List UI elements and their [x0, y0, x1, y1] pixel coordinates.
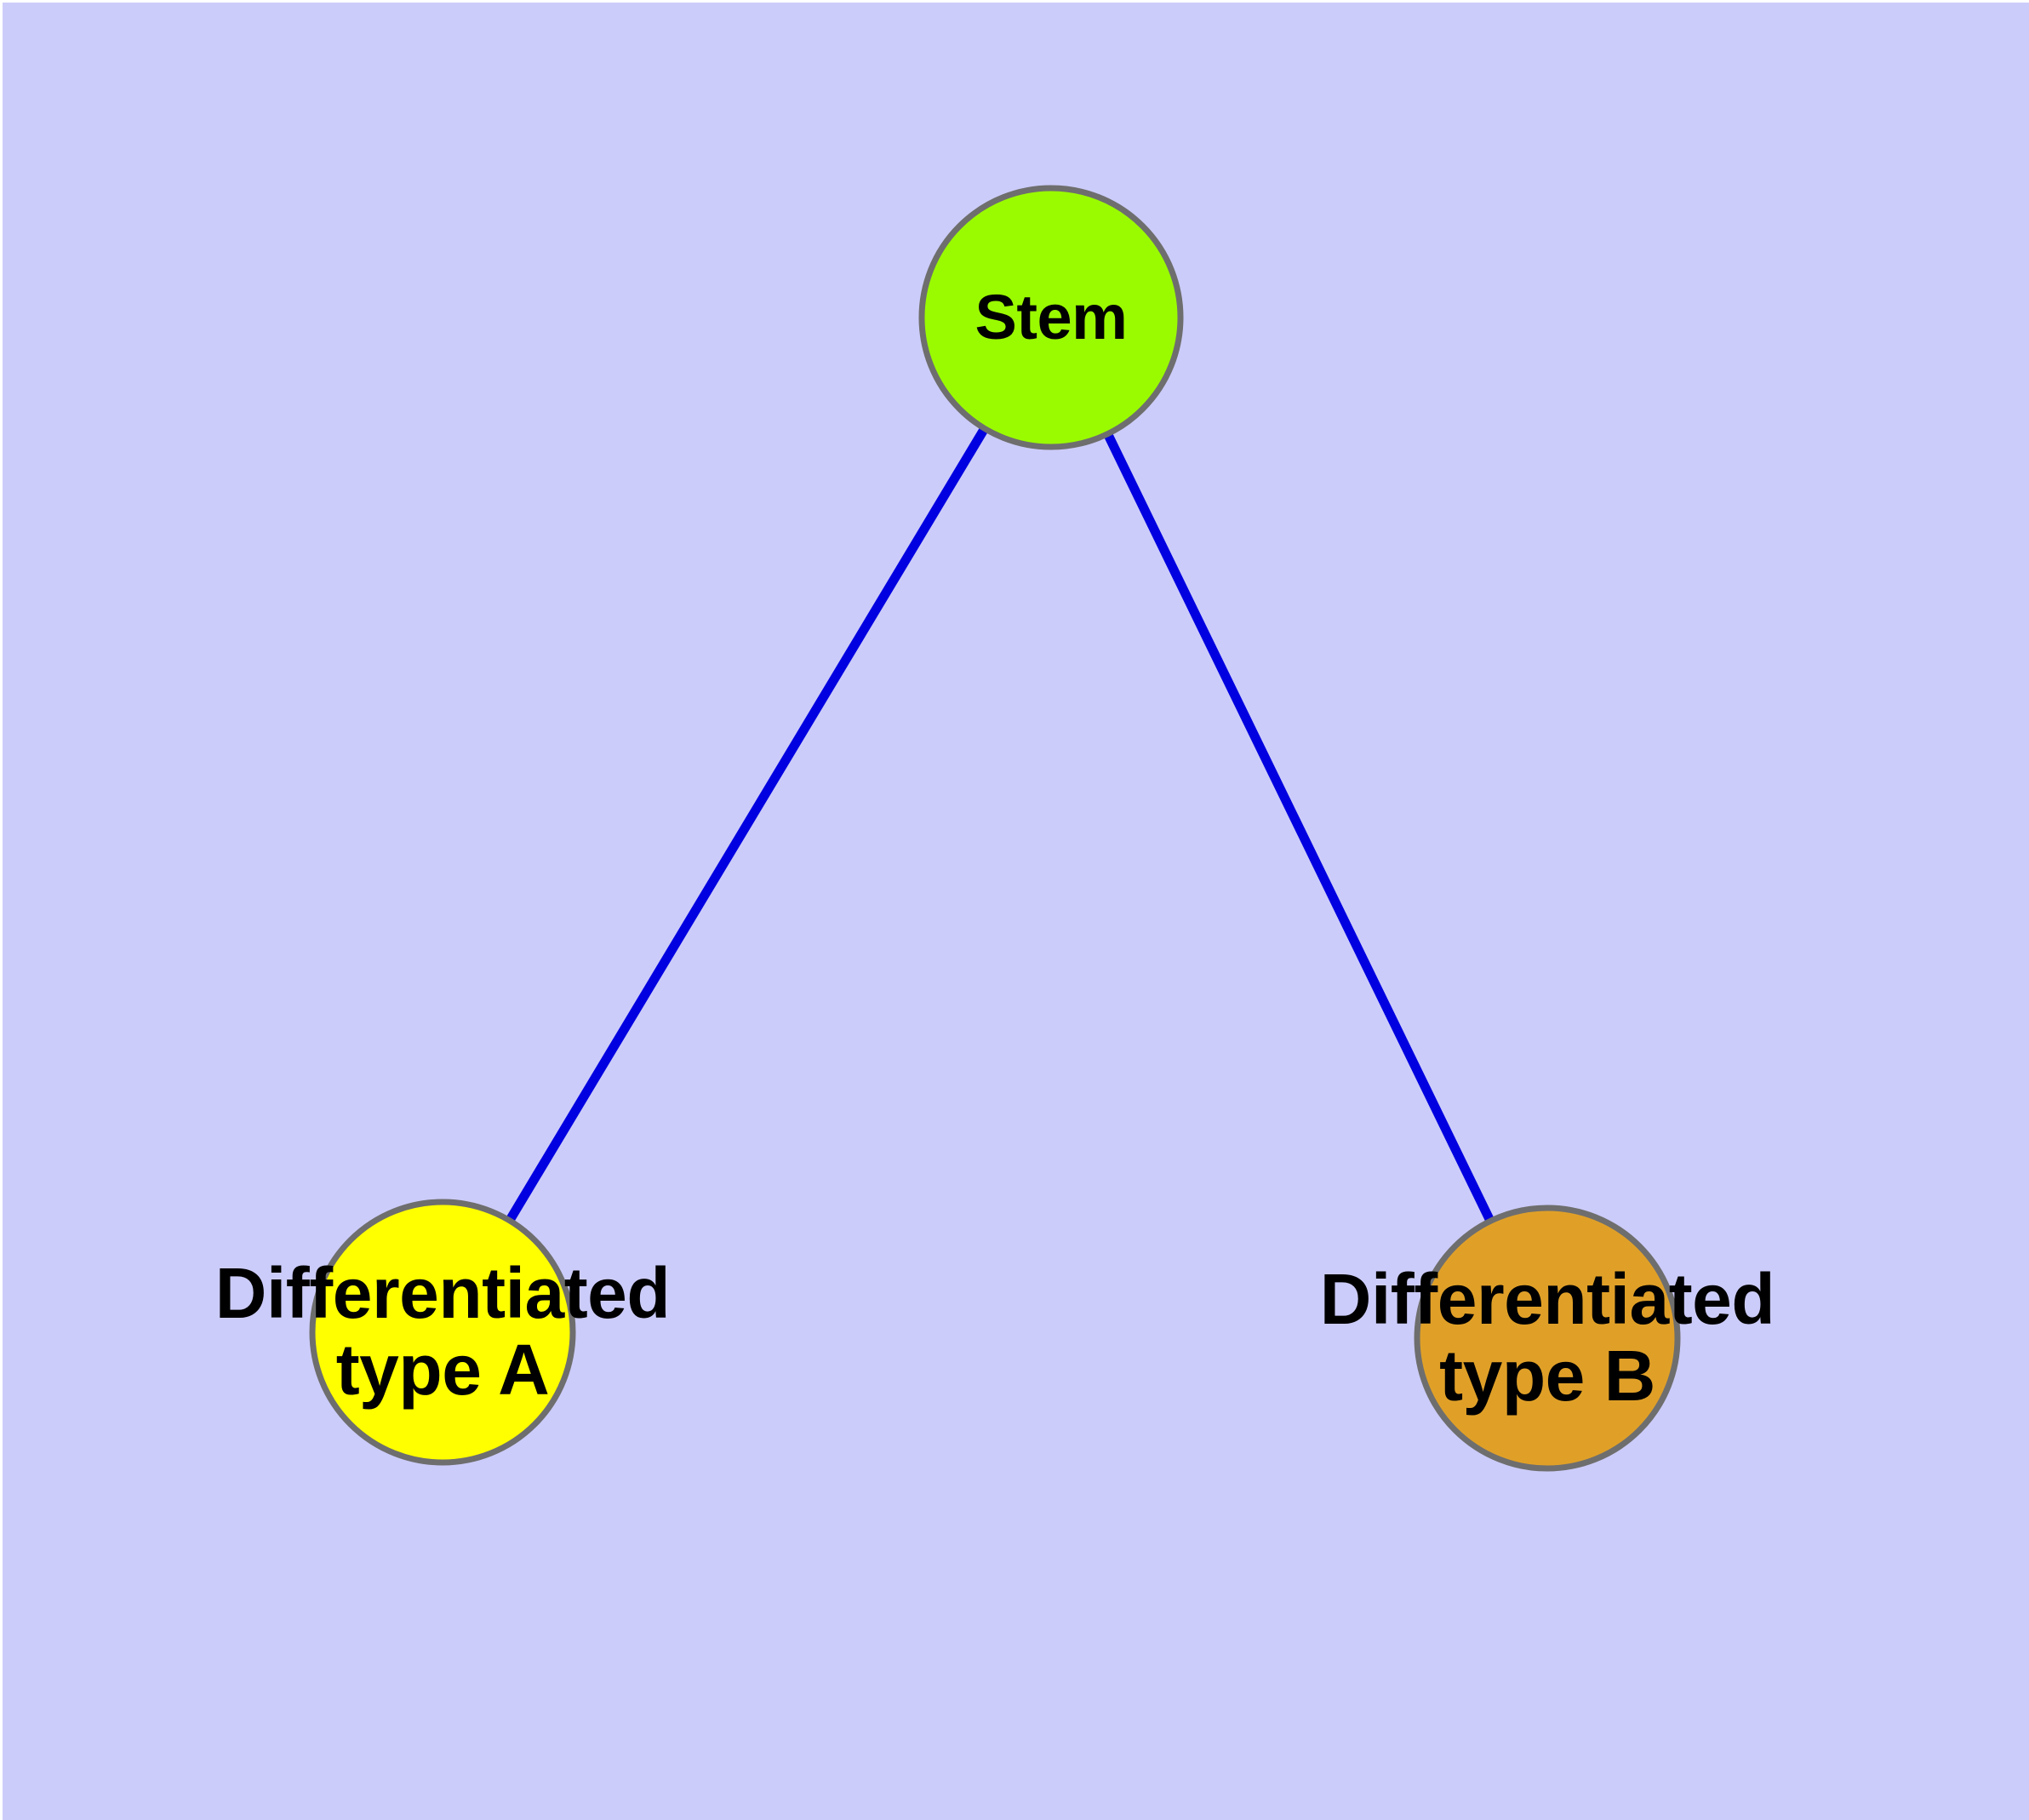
edge-stem-to-differentiated-type-a[interactable] [505, 426, 989, 1223]
node-stem[interactable] [918, 185, 1184, 450]
node-differentiated-type-b[interactable] [1414, 1205, 1681, 1472]
node-layer [309, 185, 1681, 1472]
edge-layer [505, 426, 1495, 1223]
edge-stem-to-differentiated-type-b[interactable] [1103, 432, 1495, 1223]
node-differentiated-type-a[interactable] [309, 1199, 576, 1466]
